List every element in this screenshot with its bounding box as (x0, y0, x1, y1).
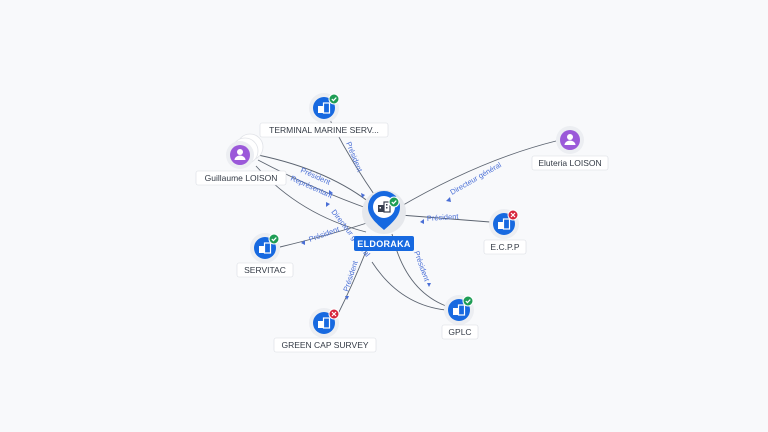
user-icon (234, 149, 246, 160)
edge-label-terminal: Président (344, 140, 365, 174)
building-icon (453, 304, 466, 316)
edge-ecpp (399, 214, 491, 223)
cross-badge-icon (507, 209, 519, 221)
check-badge-icon (328, 93, 340, 105)
arrow-icon (420, 219, 424, 224)
edge-label-servitac: Président (308, 224, 342, 244)
center-label-box (354, 236, 414, 251)
edge-label-gplc: Président (412, 250, 432, 284)
node-servitac[interactable]: SERVITAC (236, 233, 294, 278)
edge-eluteria (397, 140, 557, 209)
edge-gplc-lower (371, 261, 447, 311)
building-icon (318, 317, 331, 329)
check-badge-icon (268, 233, 280, 245)
node-label-greencap: GREEN CAP SURVEY (281, 340, 368, 350)
node-terminal[interactable]: TERMINAL MARINE SERV... (259, 93, 389, 138)
node-label-terminal: TERMINAL MARINE SERV... (269, 125, 379, 135)
node-guillaume[interactable]: Guillaume LOISON (195, 133, 287, 186)
edge-guillaume-2 (257, 159, 373, 211)
node-eluteria[interactable]: Eluteria LOISON (531, 126, 609, 171)
building-icon (318, 102, 331, 114)
check-badge-icon (462, 295, 474, 307)
node-greencap[interactable]: GREEN CAP SURVEY (273, 308, 377, 353)
edge-guillaume-1 (257, 154, 375, 207)
edge-label-greencap: Président (341, 259, 360, 293)
node-label-eluteria: Eluteria LOISON (538, 158, 601, 168)
arrow-icon (329, 190, 333, 195)
edge-servitac (279, 221, 371, 248)
check-badge-icon (388, 196, 400, 208)
arrow-icon (427, 283, 431, 287)
node-label-servitac: SERVITAC (244, 265, 286, 275)
arrow-icon (301, 240, 305, 245)
arrow-icon (446, 197, 451, 202)
building-icon (378, 201, 391, 213)
building-icon (498, 218, 511, 230)
center-node[interactable]: ELDORAKA (354, 190, 414, 251)
node-gplc[interactable]: GPLC (441, 295, 479, 340)
arrow-icon (361, 193, 365, 198)
user-icon (564, 134, 576, 145)
center-label: ELDORAKA (357, 239, 411, 249)
cross-badge-icon (328, 308, 340, 320)
edge-label-eluteria: Directeur général (449, 160, 504, 197)
node-ecpp[interactable]: E.C.P.P (483, 209, 527, 255)
arrow-icon (326, 202, 330, 207)
node-label-guillaume: Guillaume LOISON (205, 173, 278, 183)
arrow-icon (345, 296, 349, 300)
node-label-gplc: GPLC (448, 327, 471, 337)
building-icon (259, 242, 272, 254)
node-label-ecpp: E.C.P.P (490, 242, 519, 252)
edge-label-ecpp: Président (427, 212, 460, 223)
